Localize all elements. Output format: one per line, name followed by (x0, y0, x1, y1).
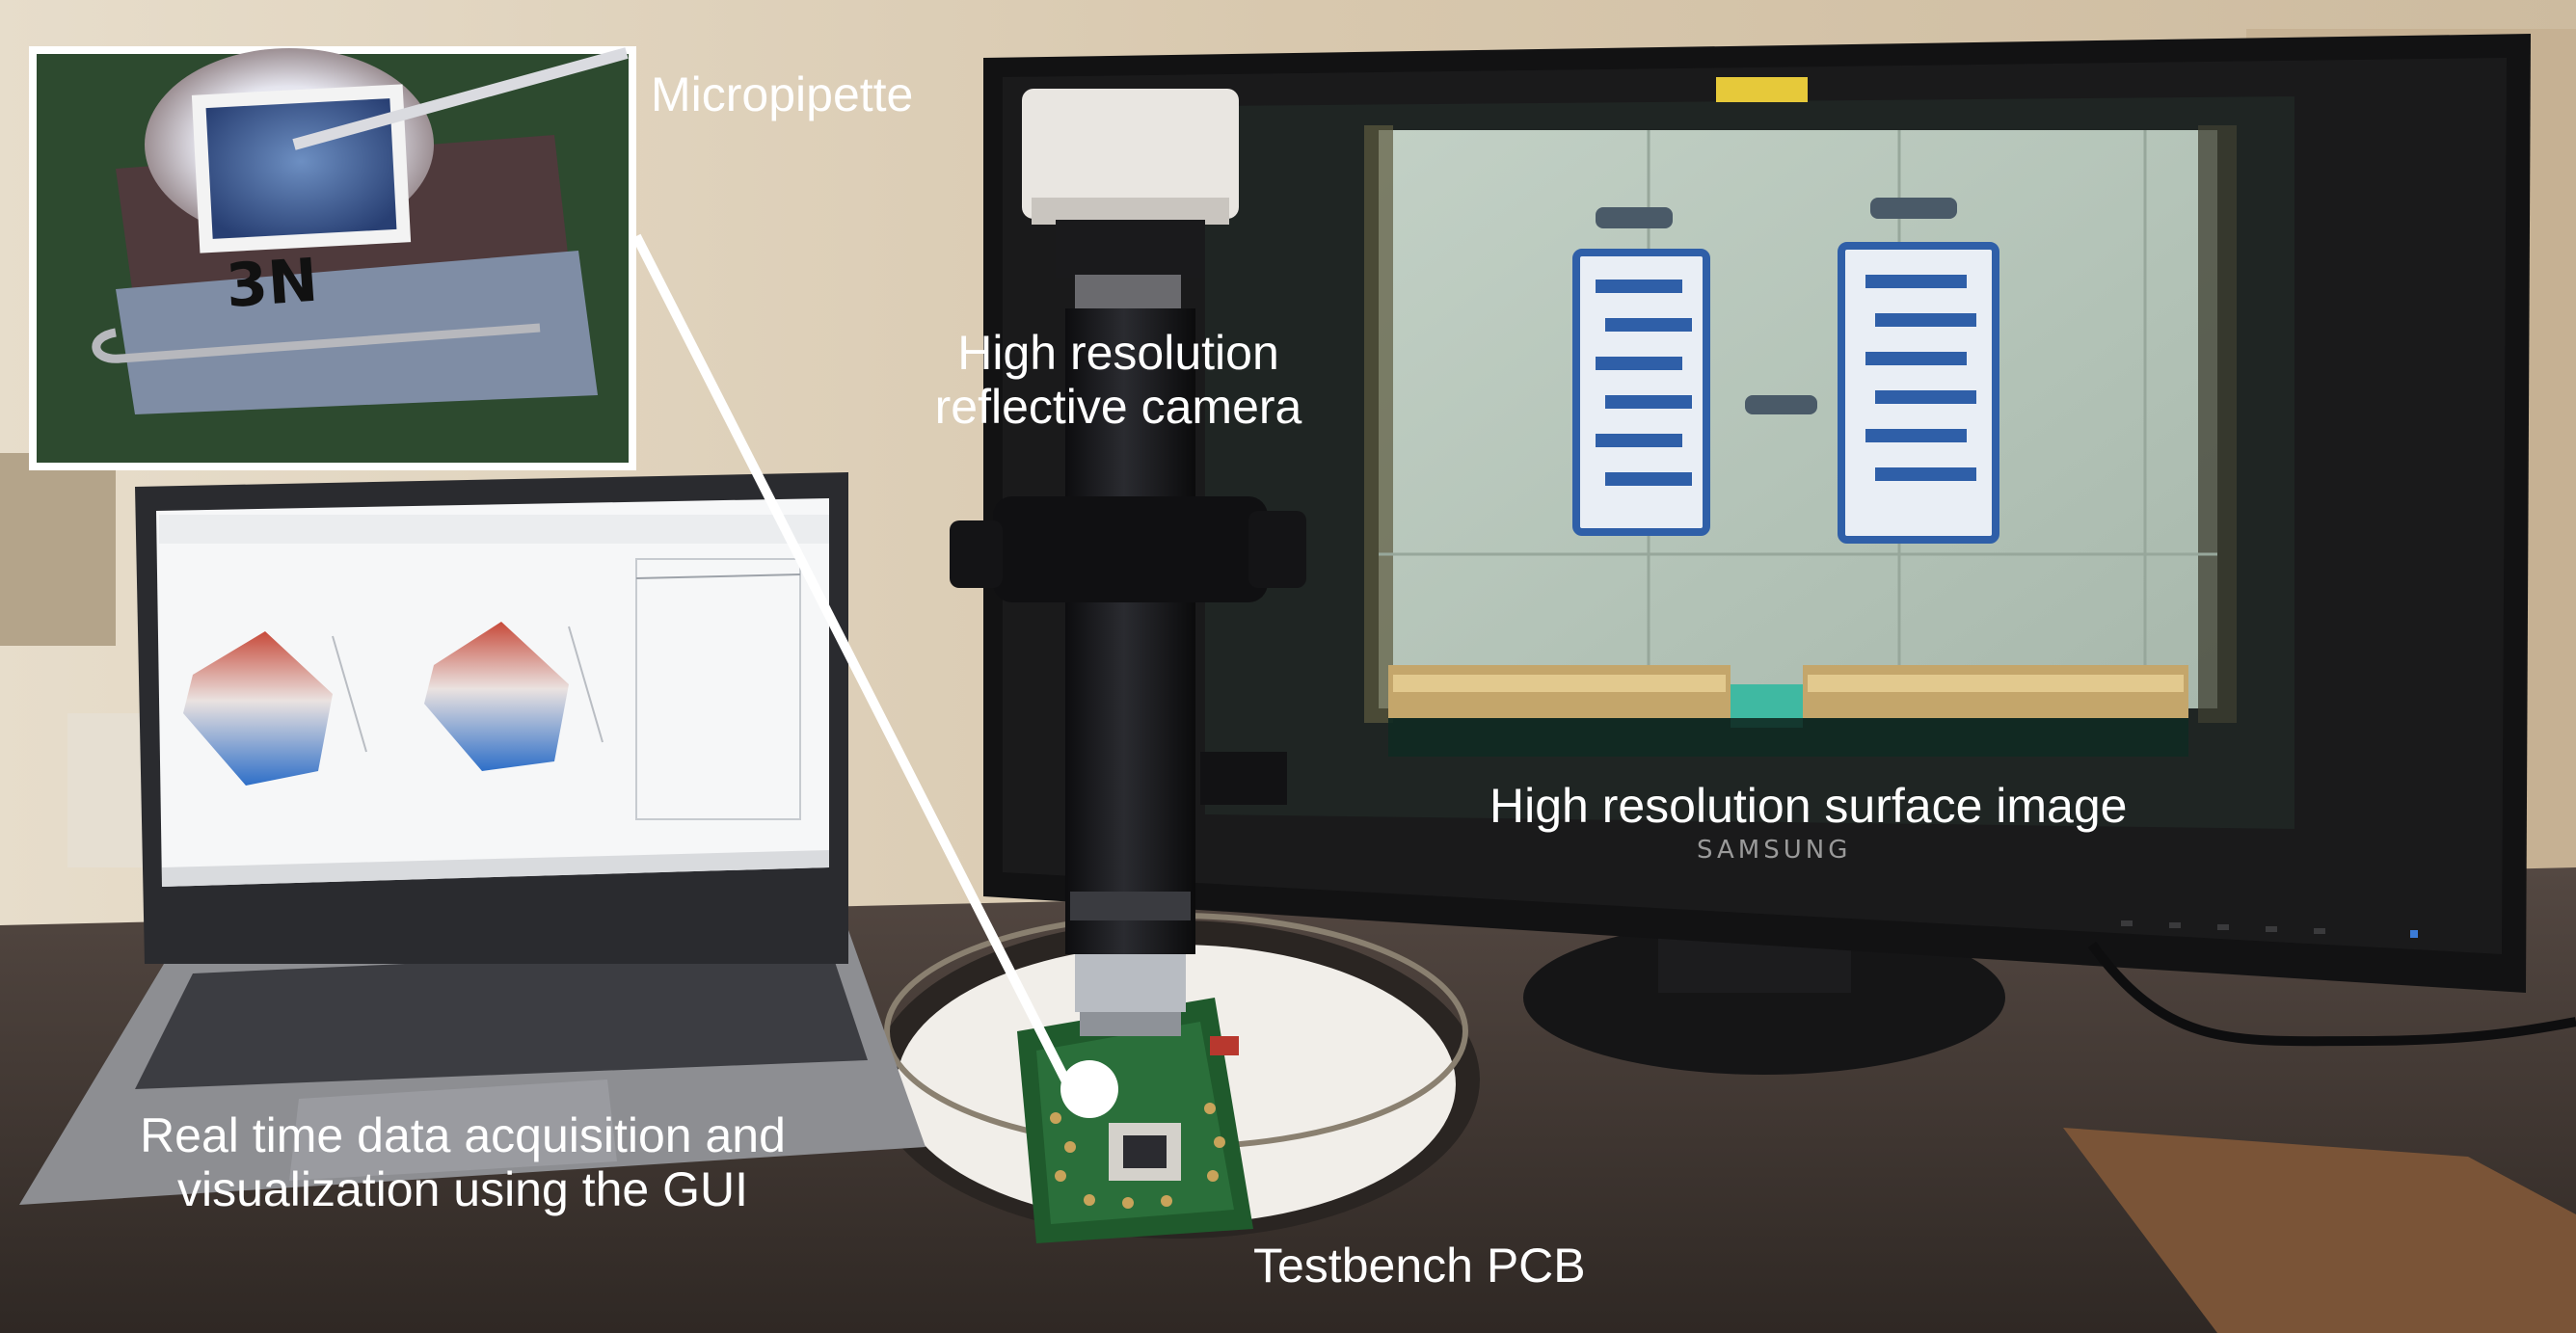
camera-assembly (950, 89, 1306, 1036)
cable (2087, 942, 2576, 1047)
micropipette-label: Micropipette (651, 67, 914, 121)
monitor-brand: SAMSUNG (1697, 836, 1851, 865)
pointer-line (631, 233, 1075, 1092)
laptop-plot-1 (183, 631, 333, 786)
gui-label: Real time data acquisition and visualiza… (140, 1108, 786, 1216)
camera-tube (1065, 308, 1195, 954)
pointer-dot (1060, 1060, 1118, 1118)
camera-label: High resolution reflective camera (934, 326, 1302, 434)
wall-shelf (0, 453, 116, 646)
inset-chip-die (191, 84, 412, 253)
electrode-left (1572, 249, 1710, 536)
inset-micropipette (292, 47, 629, 150)
pcb-label: Testbench PCB (1253, 1239, 1586, 1293)
camera-head (1022, 89, 1239, 219)
inset-chip-marking: 3N (224, 245, 320, 321)
inset-photo: 3N (29, 46, 636, 470)
monitor-stand-base (1523, 920, 2005, 1075)
laptop-plot-2 (424, 622, 569, 771)
laptop (19, 472, 926, 1205)
surface-image-label: High resolution surface image (1489, 779, 2128, 833)
monitor: SAMSUNG (983, 34, 2531, 993)
desk-wood-corner (2063, 1128, 2576, 1333)
